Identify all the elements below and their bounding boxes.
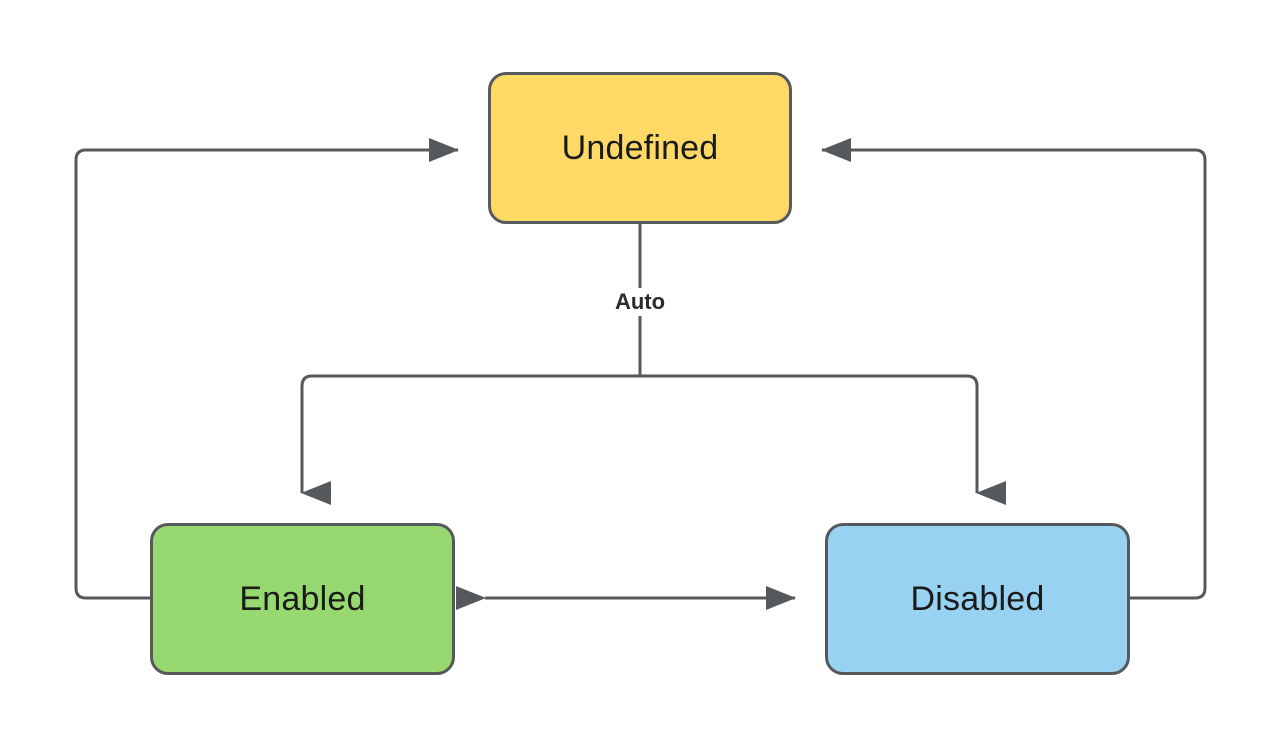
state-node-undefined[interactable]: Undefined: [488, 72, 792, 224]
state-node-disabled[interactable]: Disabled: [825, 523, 1130, 675]
state-node-disabled-label: Disabled: [910, 580, 1045, 618]
state-node-undefined-label: Undefined: [561, 129, 719, 167]
state-node-enabled[interactable]: Enabled: [150, 523, 455, 675]
edge-undefined-to-disabled: [640, 374, 1006, 505]
edge-disabled-to-undefined: [821, 138, 1207, 600]
edge-undefined-to-enabled: [300, 374, 640, 505]
state-node-enabled-label: Enabled: [239, 580, 366, 618]
edge-label-auto: Auto: [607, 288, 673, 316]
edge-enabled-to-undefined: [74, 138, 459, 600]
